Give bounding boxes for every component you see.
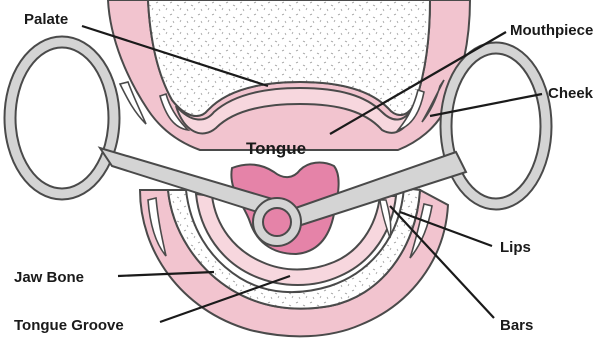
label-lips: Lips — [500, 239, 531, 256]
right-ring-fill — [446, 48, 546, 204]
label-tongue: Tongue — [246, 139, 306, 158]
label-cheek: Cheek — [548, 85, 594, 102]
center-link-inner — [263, 208, 291, 236]
label-bars: Bars — [500, 317, 533, 334]
label-palate: Palate — [24, 11, 68, 28]
label-tongue-groove: Tongue Groove — [14, 317, 124, 334]
label-jaw-bone: Jaw Bone — [14, 269, 84, 286]
label-mouthpiece: Mouthpiece — [510, 22, 593, 39]
upper-jaw — [108, 0, 470, 150]
left-ring-fill — [10, 42, 114, 194]
